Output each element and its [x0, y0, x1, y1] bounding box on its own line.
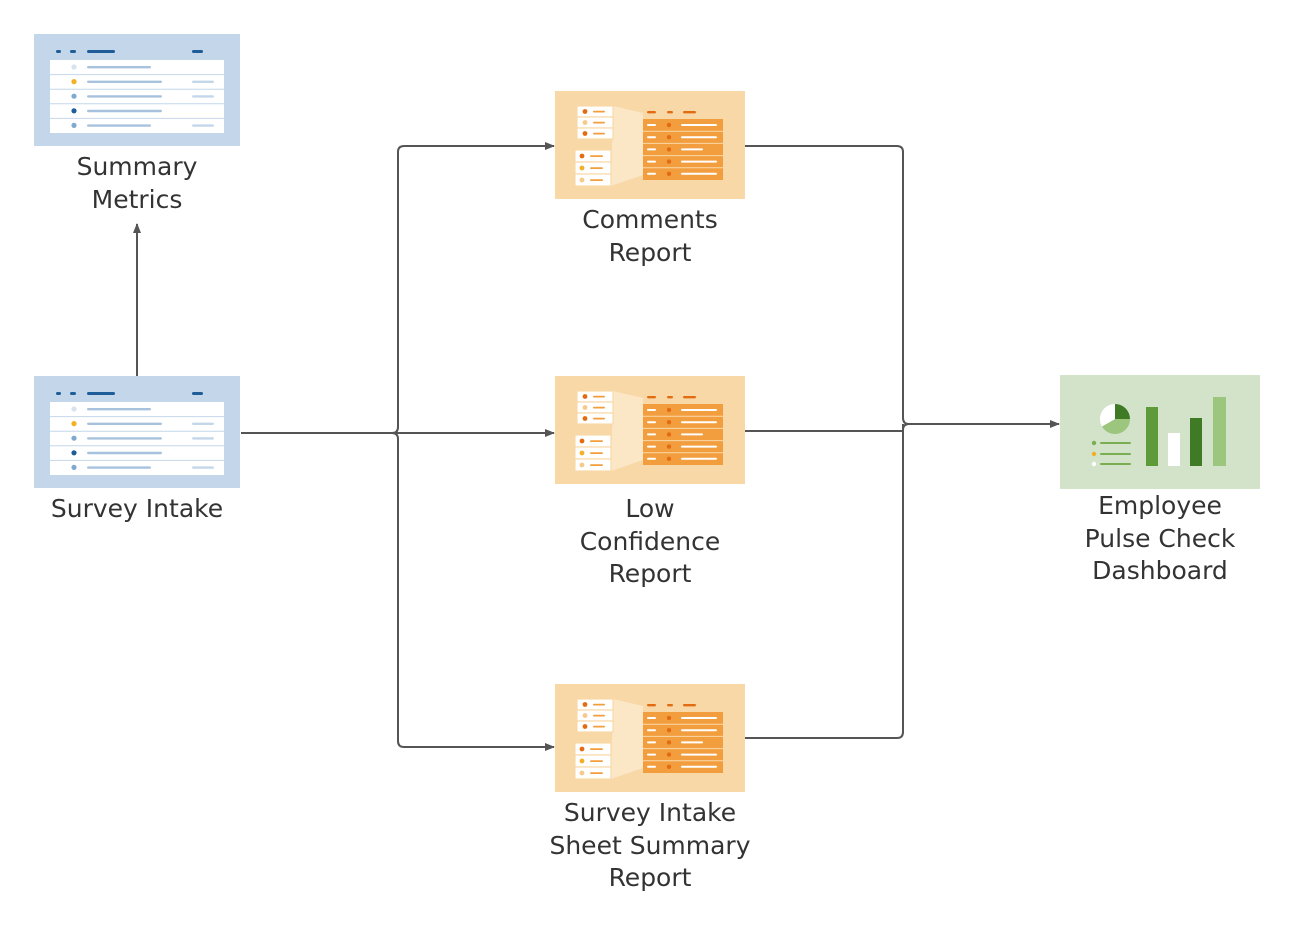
- sheet-icon: [34, 376, 240, 488]
- comments-report-label: Comments Report: [582, 205, 718, 267]
- pie-chart-icon: [1099, 404, 1130, 435]
- sheet-summary-report-label: Survey Intake Sheet Summary Report: [549, 798, 751, 892]
- bar-chart-icon: [1146, 397, 1226, 466]
- dashboard-label: Employee Pulse Check Dashboard: [1084, 491, 1236, 585]
- report-icon: [555, 376, 745, 484]
- connector-intake-to-comments-report: [391, 142, 555, 434]
- legend-list-icon: [1091, 440, 1131, 467]
- connector-comments-report-to-dashboard: [745, 145, 910, 425]
- connectors: [133, 142, 1060, 751]
- summary-metrics-label: Summary Metrics: [76, 152, 198, 214]
- connector-sheet-summary-report-to-dashboard: [745, 423, 910, 739]
- connector-intake-to-sheet-summary-report: [391, 432, 555, 751]
- sheet-icon: [34, 34, 240, 146]
- connector-low-confidence-report-to-dashboard: [745, 424, 904, 432]
- dashboard-icon: [1060, 375, 1260, 489]
- report-icon: [555, 684, 745, 792]
- survey-intake-label: Survey Intake: [50, 494, 224, 523]
- low-confidence-report-label: Low Confidence Report: [579, 494, 721, 588]
- report-icon: [555, 91, 745, 199]
